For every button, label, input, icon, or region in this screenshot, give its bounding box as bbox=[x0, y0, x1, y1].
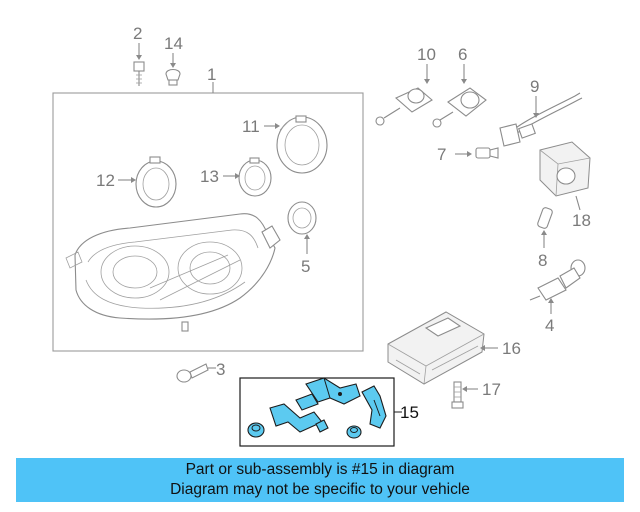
bolt-part-17 bbox=[451, 381, 464, 409]
screw-part-3 bbox=[176, 363, 209, 383]
headlamp-assembly bbox=[52, 92, 364, 352]
bulb-part-8 bbox=[537, 207, 553, 229]
label-part-15: 15 bbox=[400, 403, 419, 422]
label-part-9: 9 bbox=[530, 77, 539, 96]
info-banner: Part or sub-assembly is #15 in diagram D… bbox=[16, 458, 624, 502]
cap-part-11 bbox=[276, 115, 328, 174]
harness-part-9 bbox=[499, 92, 583, 147]
bulb-part-4 bbox=[529, 259, 586, 301]
label-part-16: 16 bbox=[502, 339, 521, 358]
label-part-6: 6 bbox=[458, 45, 467, 64]
label-part-17: 17 bbox=[482, 380, 501, 399]
label-part-7: 7 bbox=[437, 145, 446, 164]
bulb-part-10 bbox=[375, 87, 433, 126]
label-part-13: 13 bbox=[200, 167, 219, 186]
label-part-10: 10 bbox=[417, 45, 436, 64]
label-part-18: 18 bbox=[572, 211, 591, 230]
label-part-4: 4 bbox=[545, 316, 554, 335]
label-part-1: 1 bbox=[207, 65, 216, 84]
bulb-part-7 bbox=[475, 147, 499, 159]
banner-line-2: Diagram may not be specific to your vehi… bbox=[170, 481, 470, 498]
label-part-12: 12 bbox=[96, 171, 115, 190]
clip-part-14 bbox=[165, 68, 181, 86]
label-part-2: 2 bbox=[133, 24, 142, 43]
cap-part-5 bbox=[287, 201, 317, 235]
screw-part-2 bbox=[133, 61, 145, 86]
igniter-part-18 bbox=[539, 141, 591, 197]
ring-part-12 bbox=[135, 156, 177, 208]
label-part-8: 8 bbox=[538, 251, 547, 270]
label-part-3: 3 bbox=[216, 360, 225, 379]
module-part-16 bbox=[387, 311, 485, 385]
bracket-set-part-15 bbox=[239, 377, 395, 447]
bulb-part-6 bbox=[432, 87, 487, 128]
label-part-5: 5 bbox=[301, 257, 310, 276]
label-part-14: 14 bbox=[164, 34, 183, 53]
ring-part-13 bbox=[238, 157, 272, 197]
banner-line-1: Part or sub-assembly is #15 in diagram bbox=[185, 461, 455, 478]
label-part-11: 11 bbox=[242, 117, 260, 136]
